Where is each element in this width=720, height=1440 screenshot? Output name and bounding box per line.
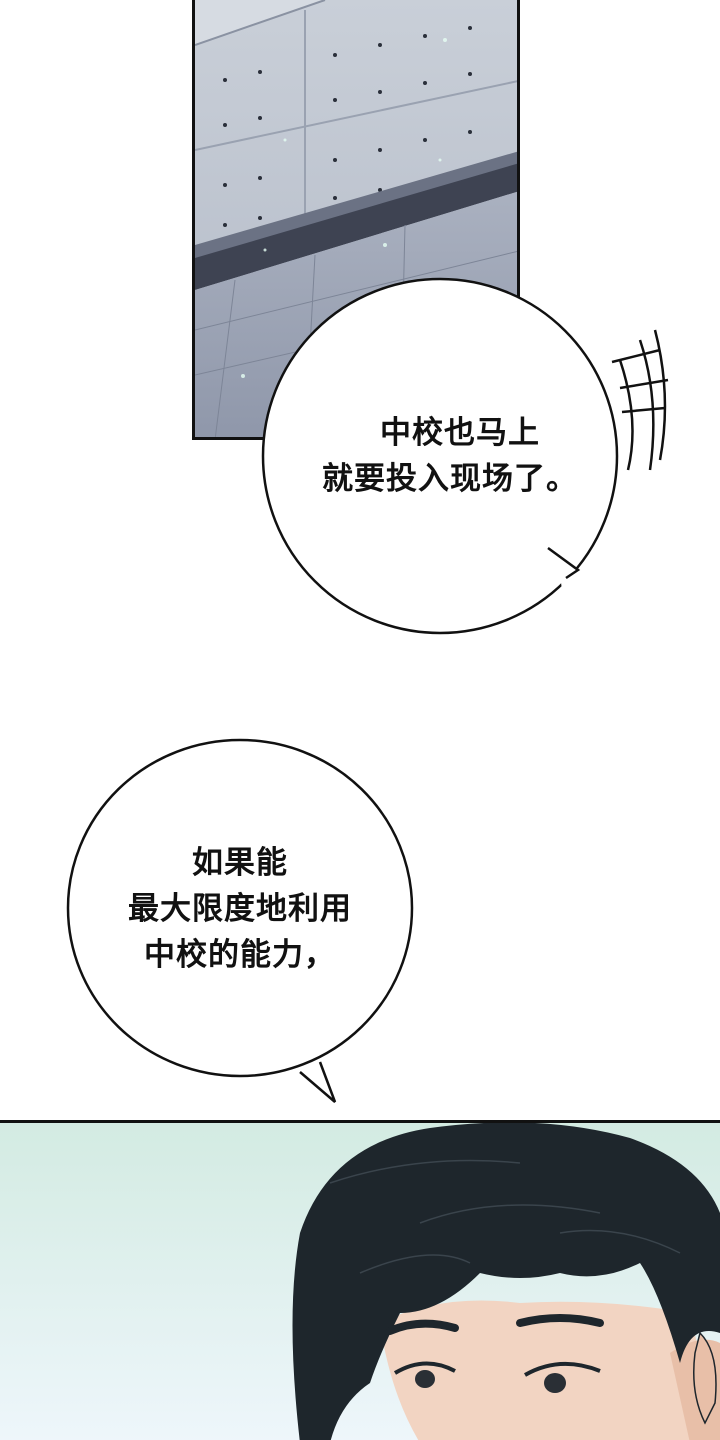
building-panel — [192, 0, 520, 440]
speech-bubbles-layer — [66, 277, 669, 1103]
speech-bubble-1-text: 中校也马上 就要投入现场了。 — [300, 410, 600, 502]
speech-bubble-2 — [66, 738, 414, 1103]
speech-bubble-2-text: 如果能 最大限度地利用 中校的能力， — [100, 840, 380, 978]
bubble-1-line-2: 就要投入现场了。 — [322, 461, 578, 497]
emphasis-lines-icon — [611, 329, 669, 471]
eye-left-icon — [393, 1361, 456, 1388]
bubble-2-line-1: 如果能 — [192, 845, 288, 881]
character-panel — [0, 1120, 720, 1440]
concrete-wall-illustration — [195, 0, 517, 437]
bubble-2-line-2: 最大限度地利用 — [128, 891, 352, 927]
bubble-1-line-1: 中校也马上 — [380, 415, 540, 451]
bubble-2-line-3: 中校的能力， — [144, 937, 336, 973]
speech-bubble-1 — [261, 277, 619, 635]
eye-right-icon — [524, 1361, 601, 1393]
dark-haired-man-illustration — [0, 1123, 720, 1440]
